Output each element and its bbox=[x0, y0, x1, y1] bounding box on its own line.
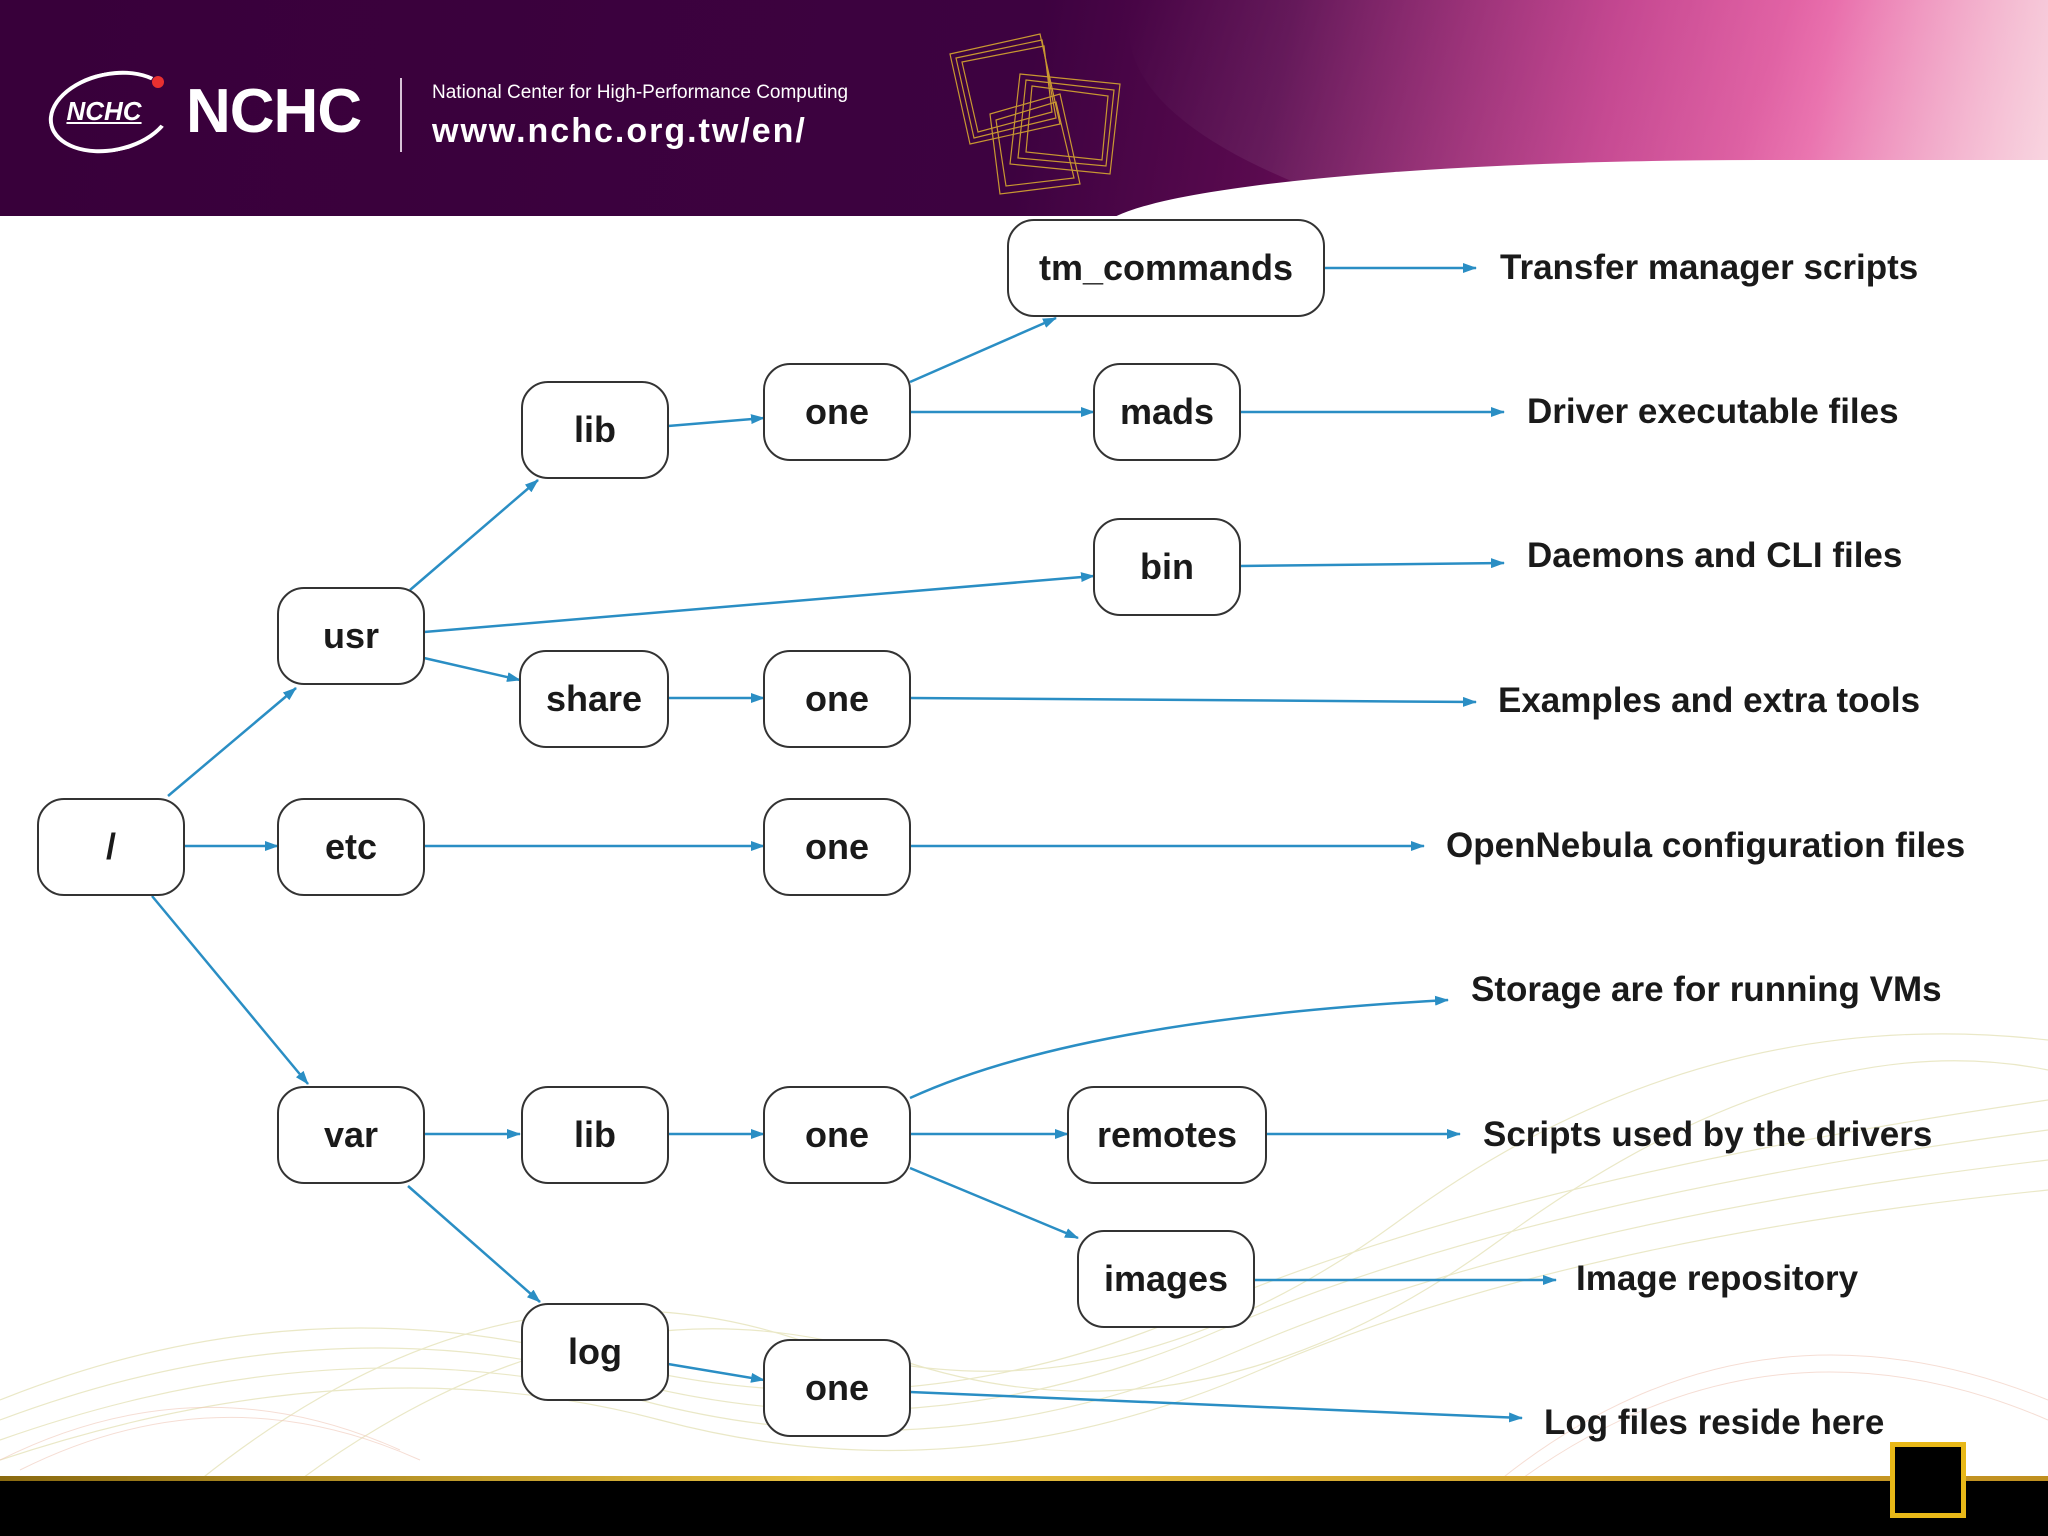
desc-remotes: Scripts used by the drivers bbox=[1483, 1115, 1932, 1154]
footer-square-marker bbox=[1890, 1442, 1966, 1518]
svg-text:var: var bbox=[324, 1114, 378, 1155]
node-var-lib-one: one bbox=[764, 1087, 910, 1183]
svg-text:log: log bbox=[568, 1331, 622, 1372]
svg-text:bin: bin bbox=[1140, 546, 1194, 587]
node-share: share bbox=[520, 651, 668, 747]
desc-bin: Daemons and CLI files bbox=[1527, 536, 1902, 575]
svg-text:one: one bbox=[805, 1367, 869, 1408]
node-bin: bin bbox=[1094, 519, 1240, 615]
edge-usr-bin bbox=[424, 576, 1094, 632]
svg-text:one: one bbox=[805, 826, 869, 867]
svg-text:remotes: remotes bbox=[1097, 1114, 1237, 1155]
edge-log-one bbox=[668, 1364, 764, 1380]
edge-lib-one bbox=[668, 418, 764, 426]
svg-text:lib: lib bbox=[574, 409, 616, 450]
desc-share: Examples and extra tools bbox=[1498, 681, 1920, 720]
svg-text:mads: mads bbox=[1120, 391, 1214, 432]
edge-var-log bbox=[408, 1186, 540, 1302]
edge-desc-storage bbox=[910, 1000, 1448, 1098]
svg-text:/: / bbox=[106, 826, 116, 867]
edge-usr-lib bbox=[410, 480, 538, 590]
desc-images: Image repository bbox=[1576, 1259, 1859, 1298]
svg-text:one: one bbox=[805, 1114, 869, 1155]
svg-text:tm_commands: tm_commands bbox=[1039, 247, 1293, 288]
edge-desc-bin bbox=[1240, 563, 1504, 566]
svg-text:usr: usr bbox=[323, 615, 379, 656]
edge-usr-share bbox=[424, 658, 520, 680]
node-remotes: remotes bbox=[1068, 1087, 1266, 1183]
svg-text:images: images bbox=[1104, 1258, 1228, 1299]
edge-one-images bbox=[910, 1168, 1078, 1238]
node-usr-lib-one: one bbox=[764, 364, 910, 460]
svg-text:one: one bbox=[805, 391, 869, 432]
node-etc-one: one bbox=[764, 799, 910, 895]
node-var: var bbox=[278, 1087, 424, 1183]
svg-text:one: one bbox=[805, 678, 869, 719]
desc-log: Log files reside here bbox=[1544, 1403, 1884, 1442]
node-tm-commands: tm_commands bbox=[1008, 220, 1324, 316]
desc-tm-commands: Transfer manager scripts bbox=[1500, 248, 1918, 287]
node-log: log bbox=[522, 1304, 668, 1400]
edge-desc-share bbox=[910, 698, 1476, 702]
desc-etc: OpenNebula configuration files bbox=[1446, 826, 1965, 865]
edge-desc-log bbox=[910, 1392, 1522, 1418]
node-root: / bbox=[38, 799, 184, 895]
svg-text:etc: etc bbox=[325, 826, 377, 867]
edge-root-var bbox=[152, 896, 308, 1084]
node-mads: mads bbox=[1094, 364, 1240, 460]
node-images: images bbox=[1078, 1231, 1254, 1327]
edge-root-usr bbox=[168, 688, 296, 796]
footer-bar bbox=[0, 1476, 2048, 1536]
edge-one-tm-commands bbox=[910, 318, 1056, 382]
svg-text:share: share bbox=[546, 678, 642, 719]
node-usr-lib: lib bbox=[522, 382, 668, 478]
desc-storage: Storage are for running VMs bbox=[1471, 970, 1942, 1009]
node-log-one: one bbox=[764, 1340, 910, 1436]
node-share-one: one bbox=[764, 651, 910, 747]
footer-gold-line bbox=[0, 1476, 2048, 1481]
node-etc: etc bbox=[278, 799, 424, 895]
desc-mads: Driver executable files bbox=[1527, 392, 1899, 431]
svg-text:lib: lib bbox=[574, 1114, 616, 1155]
node-usr: usr bbox=[278, 588, 424, 684]
node-var-lib: lib bbox=[522, 1087, 668, 1183]
